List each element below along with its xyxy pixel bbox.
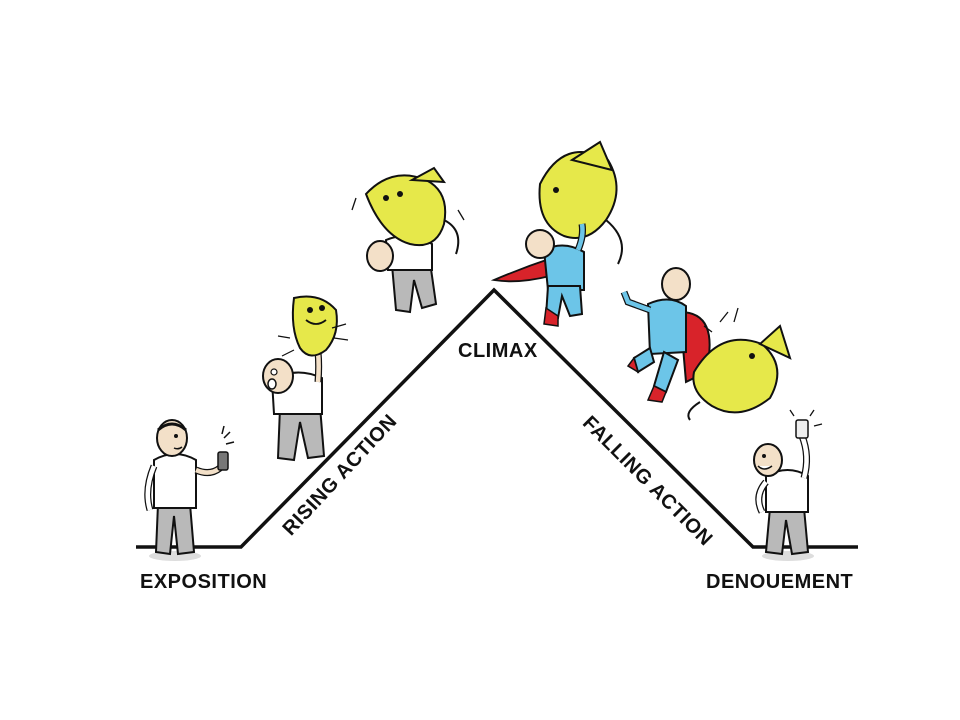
climax-label: CLIMAX [458, 340, 538, 362]
plot-line [136, 287, 858, 549]
hero-lift-icon [490, 140, 623, 327]
man-dragon-icon [262, 295, 349, 462]
exposition-label: EXPOSITION [140, 571, 268, 593]
man-phone-icon [144, 419, 235, 561]
man-cheer-icon [753, 409, 823, 561]
dragon-attack-icon [351, 166, 465, 314]
denouement-label: DENOUEMENT [706, 571, 854, 593]
hero-kick-icon [620, 267, 792, 421]
